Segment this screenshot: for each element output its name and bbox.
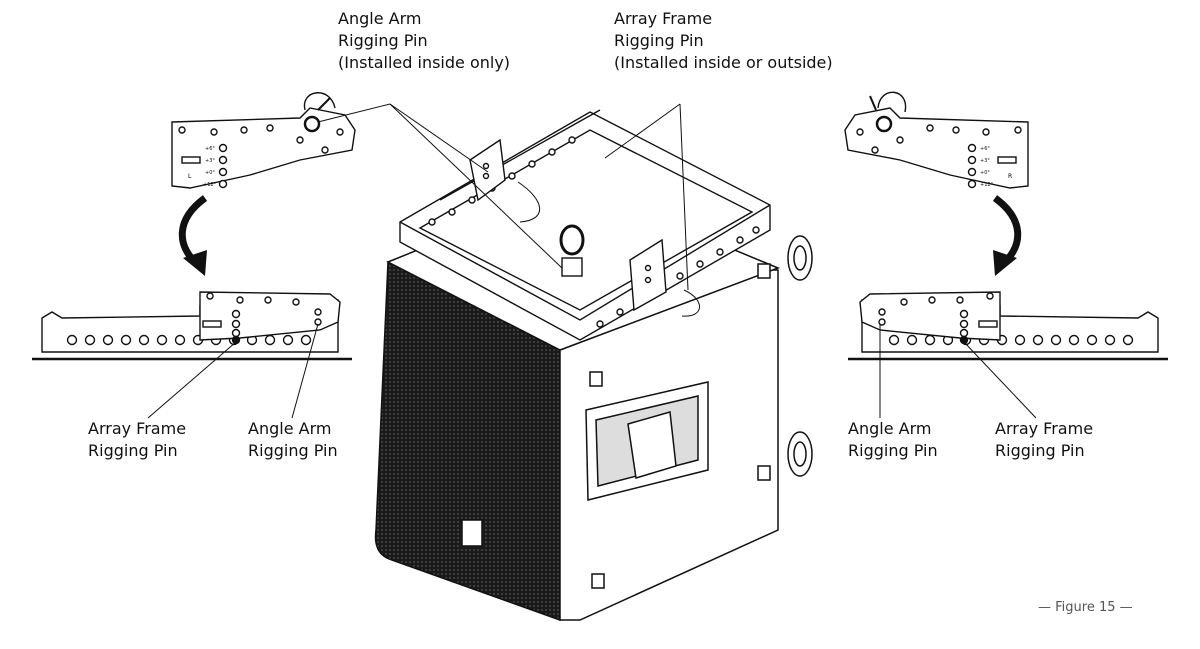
svg-text:+3°: +3° [205,158,215,164]
callout-line: Rigging Pin [338,31,428,50]
callout-line: Rigging Pin [248,441,338,460]
right-arrow-head [993,250,1017,276]
svg-text:+12°: +12° [980,182,994,188]
left-top-angle-marks: +6° +3° +0° +12° [203,146,217,188]
right-array-frame [859,291,1159,353]
callout-top-array-frame: Array Frame Rigging Pin (Installed insid… [614,8,833,74]
callout-line: Rigging Pin [88,441,178,460]
left-arrow-head [183,250,207,276]
right-top-angle-marks: +6° +3° +0° +12° [980,146,994,188]
callout-line: (Installed inside or outside) [614,53,833,72]
right-top-side-letter: R [1008,173,1012,180]
svg-text:+0°: +0° [980,170,990,176]
svg-text:+6°: +6° [205,146,215,152]
callout-line: (Installed inside only) [338,53,511,72]
svg-text:+0°: +0° [205,170,215,176]
callout-line: Rigging Pin [848,441,938,460]
top-rigging-frame [399,109,771,341]
callout-line: Angle Arm [848,419,932,438]
left-angle-arm-leader [291,323,319,419]
top-leaders [317,103,689,291]
left-top-side-letter: L [188,173,192,180]
figure-caption: — Figure 15 — [1038,600,1133,615]
callout-right-angle-arm: Angle Arm Rigging Pin [848,418,938,462]
left-bracket-stowed [171,92,356,189]
svg-text:+6°: +6° [980,146,990,152]
callout-line: Angle Arm [338,9,422,28]
callout-line: Array Frame [88,419,187,438]
callout-left-array-frame: Array Frame Rigging Pin [88,418,186,462]
callout-line: Array Frame [995,419,1094,438]
left-array-frame-leader [147,341,237,419]
left-array-frame [41,291,341,353]
callout-left-angle-arm: Angle Arm Rigging Pin [248,418,338,462]
callout-top-angle-arm: Angle Arm Rigging Pin (Installed inside … [338,8,510,74]
right-bracket-stowed [844,91,1029,189]
callout-right-array-frame: Array Frame Rigging Pin [995,418,1093,462]
callout-line: Angle Arm [248,419,332,438]
right-array-frame-leader [963,341,1037,419]
callout-line: Array Frame [614,9,713,28]
callout-line: Rigging Pin [995,441,1085,460]
svg-text:+3°: +3° [980,158,990,164]
callout-line: Rigging Pin [614,31,704,50]
svg-text:+12°: +12° [203,182,217,188]
